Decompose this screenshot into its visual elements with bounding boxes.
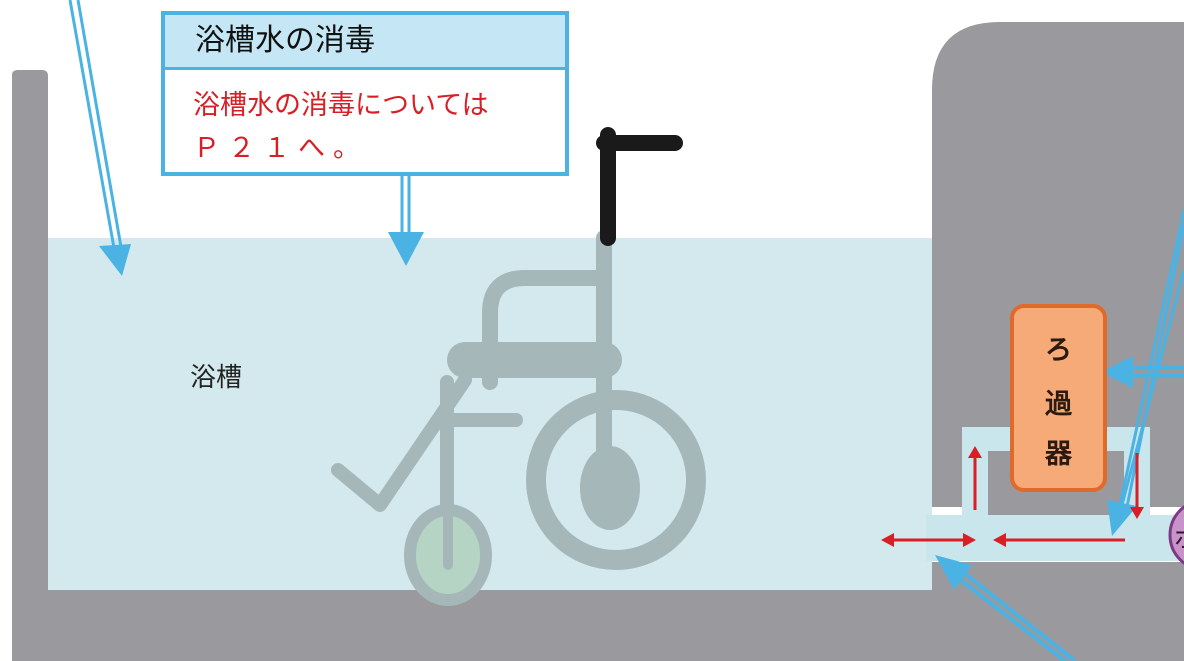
tub-label: 浴槽 (190, 363, 243, 393)
filter-label-char-1: ろ (1045, 335, 1072, 366)
blue-arrows (68, 0, 1184, 661)
callout-title: 浴槽水の消毒 (165, 15, 565, 70)
filter-label-char-3: 器 (1045, 439, 1072, 470)
red-flow-arrows (881, 446, 1144, 547)
filter-label-char-2: 過 (1045, 389, 1072, 420)
wheelchair-icon (331, 127, 706, 606)
callout-body-line-2: Ｐ２１へ。 (193, 133, 368, 164)
pump-label-fragment: ポ (1174, 524, 1184, 554)
filter-box: ろ 過 器 (1010, 304, 1107, 492)
callout-body-line-1: 浴槽水の消毒については (193, 90, 489, 121)
pump-icon (1168, 505, 1184, 565)
callout-body: 浴槽水の消毒については Ｐ２１へ。 (165, 70, 565, 170)
disinfection-callout: 浴槽水の消毒 浴槽水の消毒については Ｐ２１へ。 (161, 11, 569, 176)
tub-floor (12, 590, 952, 661)
tub-left-wall (12, 70, 48, 592)
